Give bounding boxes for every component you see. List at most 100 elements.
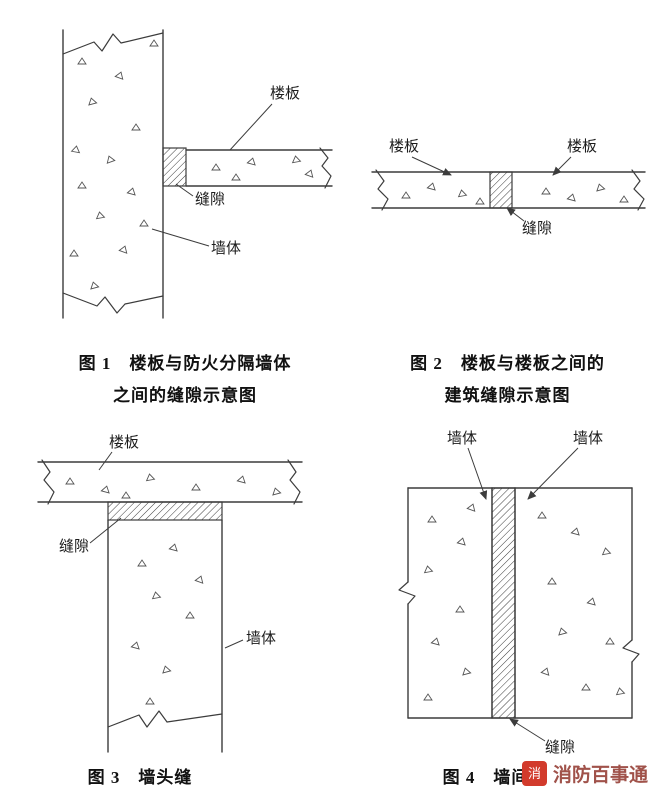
concrete-triangle-mark bbox=[615, 687, 626, 696]
fig4-gap-label: 缝隙 bbox=[545, 739, 575, 756]
concrete-triangle-mark bbox=[106, 155, 116, 164]
fig4-wall-left-label: 墙体 bbox=[447, 430, 477, 447]
concrete-triangle-mark bbox=[466, 503, 476, 512]
concrete-triangle-mark bbox=[151, 591, 162, 600]
concrete-triangle-mark bbox=[77, 57, 87, 65]
concrete-triangle-mark bbox=[88, 97, 98, 106]
concrete-triangle-mark bbox=[114, 71, 124, 80]
fig4-wall-right-label: 墙体 bbox=[573, 430, 603, 447]
concrete-triangle-mark bbox=[475, 197, 485, 205]
concrete-triangle-mark bbox=[100, 485, 110, 494]
concrete-triangle-mark bbox=[118, 245, 128, 254]
fig1-wall-top-break-line bbox=[62, 32, 164, 55]
concrete-triangle-mark bbox=[121, 491, 131, 499]
fig1-wall-label: 墙体 bbox=[211, 240, 241, 257]
concrete-triangle-mark bbox=[131, 123, 141, 131]
concrete-triangle-mark bbox=[596, 183, 606, 192]
concrete-triangle-mark bbox=[149, 39, 159, 47]
concrete-triangle-mark bbox=[65, 477, 75, 485]
concrete-triangle-mark bbox=[547, 577, 557, 585]
concrete-texture bbox=[401, 182, 629, 205]
fig3-drawing: 楼板 缝隙 墙体 bbox=[37, 433, 303, 753]
fig2-floor-right-leader-line bbox=[552, 156, 572, 176]
concrete-triangle-mark bbox=[168, 543, 178, 552]
fig4-gap-leader-line bbox=[509, 718, 546, 742]
fig2-floor-left-leader-line bbox=[411, 156, 452, 176]
fig3-wall-label: 墙体 bbox=[246, 630, 276, 647]
fig2-floor-left-label: 楼板 bbox=[389, 137, 419, 155]
fig1-floor-leader-line bbox=[229, 103, 273, 151]
fig1-slab-break-line bbox=[319, 147, 332, 189]
concrete-triangle-mark bbox=[162, 665, 172, 674]
concrete-triangle-mark bbox=[185, 611, 195, 619]
concrete-texture bbox=[69, 39, 159, 290]
concrete-triangle-mark bbox=[139, 219, 149, 227]
fig4-right-wall-break-line bbox=[622, 639, 640, 663]
concrete-texture bbox=[130, 543, 204, 705]
fig2-caption-line2: 建筑缝隙示意图 bbox=[444, 386, 571, 405]
concrete-triangle-mark bbox=[77, 181, 87, 189]
concrete-texture bbox=[65, 473, 282, 499]
concrete-triangle-mark bbox=[130, 641, 140, 650]
fig1-floor-label: 楼板 bbox=[270, 84, 300, 102]
fig2-slab-right-break-line bbox=[631, 169, 645, 211]
concrete-triangle-mark bbox=[462, 667, 472, 676]
concrete-triangle-mark bbox=[126, 187, 136, 196]
concrete-triangle-mark bbox=[566, 193, 576, 202]
concrete-triangle-mark bbox=[304, 169, 314, 178]
concrete-triangle-mark bbox=[558, 627, 568, 636]
concrete-triangle-mark bbox=[430, 637, 440, 646]
fig1-wall-bottom-break-line bbox=[62, 292, 164, 314]
fig2-drawing: 楼板 楼板 缝隙 bbox=[371, 137, 646, 237]
concrete-triangle-mark bbox=[69, 249, 79, 257]
concrete-triangle-mark bbox=[537, 511, 547, 519]
fig1-gap-leader-line bbox=[175, 183, 194, 197]
concrete-triangle-mark bbox=[194, 575, 204, 584]
concrete-triangle-mark bbox=[581, 683, 591, 691]
concrete-triangle-mark bbox=[291, 155, 302, 164]
fig1-drawing: 楼板 缝隙 墙体 bbox=[62, 29, 333, 319]
fig2-floor-right-label: 楼板 bbox=[567, 137, 597, 155]
concrete-triangle-mark bbox=[457, 189, 468, 198]
watermark-text: 消防百事通 bbox=[553, 765, 649, 786]
fig1-caption-line2: 之间的缝隙示意图 bbox=[113, 386, 257, 405]
concrete-triangle-mark bbox=[137, 559, 147, 567]
fig4-gap-hatch bbox=[491, 487, 516, 719]
concrete-triangle-mark bbox=[427, 515, 437, 523]
concrete-triangle-mark bbox=[90, 281, 100, 290]
fig3-slab-left-break-line bbox=[41, 459, 55, 505]
fig2-gap-hatch bbox=[489, 171, 513, 209]
concrete-triangle-mark bbox=[601, 547, 612, 556]
concrete-triangle-mark bbox=[191, 483, 201, 491]
fig1-wall-leader-line bbox=[151, 228, 210, 247]
concrete-texture bbox=[423, 503, 476, 701]
concrete-triangle-mark bbox=[541, 187, 551, 195]
concrete-triangle-mark bbox=[455, 605, 465, 613]
fig4-wall-left-leader-line bbox=[467, 447, 488, 500]
fig2-gap-leader-line bbox=[506, 207, 525, 222]
fig3-wall-leader-line bbox=[224, 639, 244, 649]
concrete-triangle-mark bbox=[246, 157, 256, 166]
watermark: 消 消防百事通 bbox=[522, 760, 648, 787]
concrete-triangle-mark bbox=[211, 163, 221, 171]
fig3-caption: 图 3 墙头缝 bbox=[87, 768, 193, 787]
concrete-triangle-mark bbox=[231, 173, 241, 181]
fig3-gap-hatch bbox=[107, 501, 223, 521]
concrete-triangle-mark bbox=[145, 473, 156, 482]
fig3-floor-label: 楼板 bbox=[109, 433, 139, 451]
concrete-triangle-mark bbox=[423, 565, 434, 574]
concrete-triangle-mark bbox=[95, 211, 106, 220]
concrete-triangle-mark bbox=[423, 693, 433, 701]
concrete-triangle-mark bbox=[570, 527, 580, 536]
concrete-triangle-mark bbox=[605, 637, 615, 645]
fig4-drawing: 墙体 墙体 缝隙 bbox=[398, 430, 640, 756]
fig1-gap-hatch bbox=[162, 147, 187, 187]
fig3-gap-leader-line bbox=[89, 517, 122, 544]
concrete-triangle-mark bbox=[401, 191, 411, 199]
fig2-caption-line1: 图 2 楼板与楼板之间的 bbox=[410, 354, 605, 373]
watermark-logo-icon: 消 bbox=[522, 761, 547, 786]
fig3-floor-leader-line bbox=[98, 451, 113, 471]
fig4-caption: 图 4 墙间缝 bbox=[442, 768, 548, 787]
